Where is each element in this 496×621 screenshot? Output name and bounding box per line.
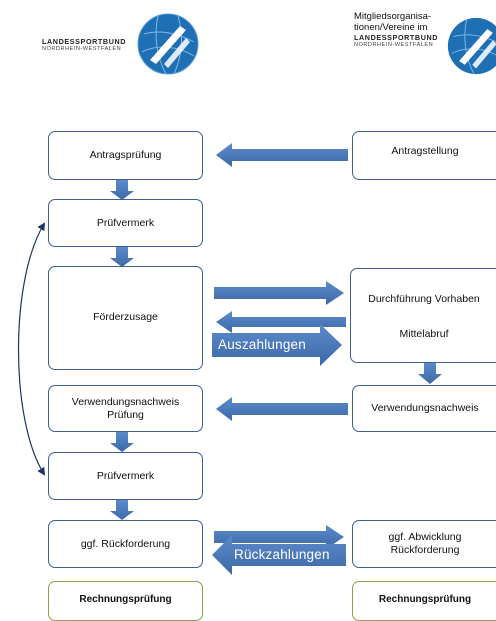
auszahlungen-arrow (212, 324, 342, 366)
rueckzahlungen-label: Rückzahlungen (234, 547, 330, 562)
verwendungsnachweis-box: Verwendungsnachweis (352, 385, 496, 432)
foerderzusage-label: Förderzusage (93, 311, 158, 323)
down-arrow-3 (110, 432, 134, 452)
antragspruefung-label: Antragsprüfung (89, 149, 162, 162)
down-arrow-1 (110, 180, 134, 200)
durchfuehrung-label: Durchführung Vorhaben (368, 293, 480, 305)
left-arrow-antrag (216, 143, 348, 167)
rueckforderung-label: ggf. Rückforderung (80, 537, 171, 550)
down-arrow-4 (110, 500, 134, 520)
down-arrow-2 (110, 247, 134, 267)
left-logo-text: LANDESSPORTBUND NORDRHEIN-WESTFALEN (42, 37, 127, 53)
antragspruefung-box: Antragsprüfung (48, 131, 203, 180)
rechnungspruefung-label-right: Rechnungsprüfung (378, 594, 472, 605)
abwicklung-box: ggf. Abwicklung Rückforderung (352, 520, 496, 568)
right-logo-text: Mitgliedsorganisa- tionen/Vereine im LAN… (354, 11, 439, 49)
rechnungspruefung-box-left: Rechnungsprüfung (48, 581, 203, 621)
pruefvermerk-box-1: Prüfvermerk (48, 199, 203, 247)
lsb-logo-icon (137, 13, 199, 75)
verwendungsnachweis-pruefung-line2: Prüfung (107, 408, 144, 421)
verwendungsnachweis-pruefung-line1: Verwendungsnachweis (71, 395, 180, 408)
abwicklung-line1: ggf. Abwicklung (388, 531, 462, 544)
foerderzusage-box: Förderzusage (48, 266, 203, 370)
durchfuehrung-box: Durchführung Vorhaben Mittelabruf (350, 268, 496, 363)
auszahlungen-label: Auszahlungen (218, 337, 306, 352)
verwendungsnachweis-label: Verwendungsnachweis (371, 402, 479, 415)
feedback-curve (17, 222, 46, 475)
right-arrow-foerder (214, 281, 344, 305)
down-arrow-right (418, 363, 442, 384)
pruefvermerk-box-2: Prüfvermerk (48, 452, 203, 500)
left-logo-line1: LANDESSPORTBUND (42, 37, 127, 46)
right-logo-org-line2: tionen/Vereine im (354, 21, 428, 33)
rueckforderung-box: ggf. Rückforderung (48, 520, 203, 568)
pruefvermerk-label-2: Prüfvermerk (96, 469, 155, 482)
antragstellung-box: Antragstellung (352, 131, 496, 180)
feedback-curve-head-bottom (37, 466, 46, 476)
rueckzahlungen-arrow (212, 535, 346, 575)
right-logo-line2: NORDRHEIN-WESTFALEN (354, 42, 434, 49)
left-arrow-mittel (216, 311, 346, 333)
abwicklung-line2: Rückforderung (390, 544, 460, 556)
verwendungsnachweis-pruefung-box: Verwendungsnachweis Prüfung (48, 385, 203, 432)
right-arrow-rueck (214, 525, 344, 549)
rechnungspruefung-label-left: Rechnungsprüfung (79, 594, 172, 605)
antragstellung-label: Antragstellung (391, 145, 459, 157)
rechnungspruefung-box-right: Rechnungsprüfung (352, 581, 496, 621)
pruefvermerk-label-1: Prüfvermerk (96, 216, 155, 229)
mittelabruf-label: Mittelabruf (399, 327, 449, 340)
right-logo-line1: LANDESSPORTBUND (354, 32, 439, 42)
lsb-logo-icon (447, 17, 496, 75)
right-logo-org-line1: Mitgliedsorganisa- (354, 11, 432, 22)
left-logo-line2: NORDRHEIN-WESTFALEN (42, 46, 122, 53)
left-arrow-verwendung (216, 397, 348, 421)
